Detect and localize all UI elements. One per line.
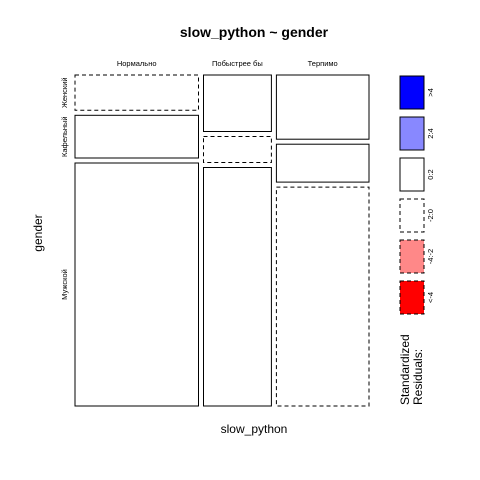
residual-legend: >4 2:4 0:2 -2:0 -4:-2 <-4 — [399, 75, 435, 315]
x-category-label-терпимо: Терпимо — [308, 59, 338, 68]
legend-swatch-0-2 — [399, 157, 425, 192]
x-category-label-нормально: Нормально — [117, 59, 157, 68]
legend-swatch--2-0 — [399, 198, 425, 233]
y-category-label-кафельный: Кафельный — [60, 116, 69, 157]
legend-label--4: >4 — [426, 88, 435, 97]
legend-label-2-4: 2:4 — [426, 128, 435, 138]
mosaic-cells — [74, 74, 370, 407]
mosaic-cell-терпимо-женский — [275, 74, 370, 140]
legend-swatch--4 — [399, 75, 425, 110]
legend-label-0-2: 0:2 — [426, 169, 435, 179]
legend-swatch--4 — [399, 280, 425, 315]
mosaic-cell-нормально-женский — [74, 74, 199, 111]
legend-swatch--4-2 — [399, 239, 425, 274]
legend-label--4-2: -4:-2 — [426, 249, 435, 264]
mosaic-cell-нормально-кафельный — [74, 114, 199, 159]
y-category-label-женский: Женский — [60, 77, 69, 108]
chart-title: slow_python ~ gender — [180, 24, 329, 40]
y-category-label-мужской: Мужской — [60, 269, 69, 300]
legend-title-line1: Standardized — [398, 334, 412, 405]
mosaic-cell-побыстрее-бы-мужской — [203, 167, 272, 407]
mosaic-cell-побыстрее-бы-женский — [203, 74, 272, 132]
y-axis-label: gender — [31, 214, 45, 251]
category-labels: Нормально Побыстрее бы ТерпимоЖенскийКафел… — [60, 59, 338, 300]
legend-title-line2: Residuals: — [411, 349, 425, 405]
mosaic-cell-побыстрее-бы-кафельный — [203, 136, 272, 163]
x-category-label-побыстрее-бы: Побыстрее бы — [212, 59, 263, 68]
legend-label--2-0: -2:0 — [426, 209, 435, 222]
x-axis-label: slow_python — [221, 422, 288, 436]
mosaic-cell-терпимо-кафельный — [275, 143, 370, 183]
legend-label--4: <-4 — [426, 292, 435, 303]
mosaic-cell-терпимо-мужской — [275, 186, 370, 407]
legend-swatch-2-4 — [399, 116, 425, 151]
mosaic-cell-нормально-мужской — [74, 162, 199, 407]
